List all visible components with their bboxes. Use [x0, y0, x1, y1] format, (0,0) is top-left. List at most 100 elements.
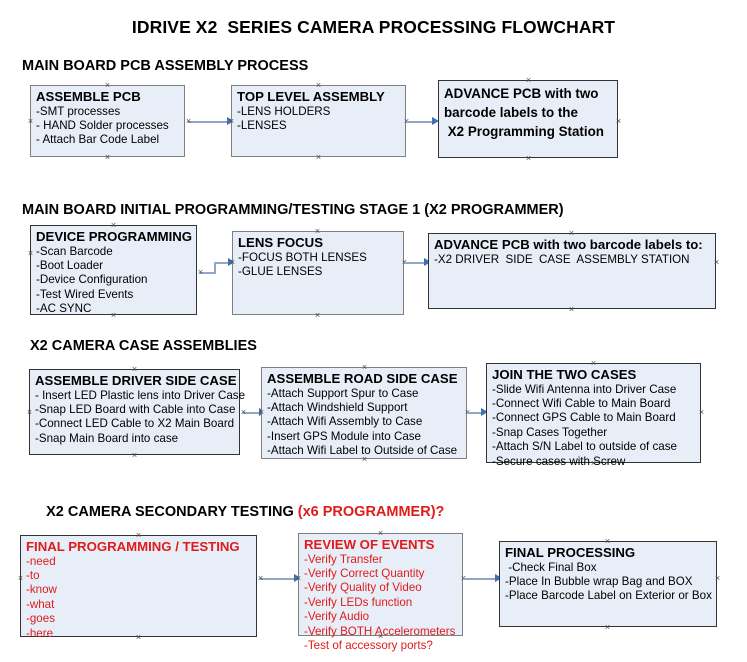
page-title: IDRIVE X2 SERIES CAMERA PROCESSING FLOWC… — [131, 17, 616, 37]
connector-line — [200, 272, 216, 274]
connector-line — [243, 412, 263, 414]
connection-handle[interactable] — [713, 259, 720, 266]
node-title: JOIN THE TWO CASES — [492, 367, 637, 382]
node-top-level-assembly[interactable]: TOP LEVEL ASSEMBLY -LENS HOLDERS -LENSES — [231, 85, 406, 157]
connection-handle[interactable] — [314, 312, 321, 319]
connector-arrow — [495, 574, 502, 582]
node-title: ADVANCE PCB with two barcode labels to t… — [444, 86, 604, 139]
node-final-processing[interactable]: FINAL PROCESSING -Check Final Box -Place… — [499, 541, 717, 627]
node-line: -Insert GPS Module into Case — [267, 429, 422, 443]
connector-arrow — [424, 258, 431, 266]
node-line: -know — [26, 583, 57, 597]
connection-handle[interactable] — [315, 154, 322, 161]
node-final-programming-testing[interactable]: FINAL PROGRAMMING / TESTING -need -to -k… — [20, 535, 257, 640]
node-title: TOP LEVEL ASSEMBLY — [237, 89, 385, 104]
node-title: LENS FOCUS — [238, 235, 323, 250]
connection-handle[interactable] — [698, 409, 705, 416]
connection-handle[interactable] — [590, 360, 597, 367]
connection-handle[interactable] — [229, 259, 236, 266]
node-line: -Verify BOTH Accelerometers — [304, 624, 456, 638]
node-device-programming[interactable]: DEVICE PROGRAMMING -Scan Barcode -Boot L… — [30, 225, 197, 315]
node-line: -goes — [26, 612, 56, 626]
node-line: -Scan Barcode — [36, 244, 113, 258]
node-line: -need — [26, 554, 56, 568]
connector-arrow — [481, 408, 488, 416]
connection-handle[interactable] — [377, 530, 384, 537]
connection-handle[interactable] — [131, 366, 138, 373]
node-advance-pcb-programming-station[interactable]: ADVANCE PCB with two barcode labels to t… — [438, 80, 618, 158]
connection-handle[interactable] — [135, 634, 142, 641]
connection-handle[interactable] — [110, 222, 117, 229]
connection-handle[interactable] — [295, 575, 302, 582]
node-assemble-driver-side-case[interactable]: ASSEMBLE DRIVER SIDE CASE - Insert LED P… — [29, 369, 245, 455]
node-line: -Verify Audio — [304, 610, 370, 624]
connection-handle[interactable] — [604, 538, 611, 545]
connection-handle[interactable] — [135, 532, 142, 539]
connector-line — [467, 412, 485, 414]
connection-handle[interactable] — [568, 306, 575, 313]
connection-handle[interactable] — [27, 250, 34, 257]
node-line: -LENS HOLDERS — [237, 104, 331, 118]
connection-handle[interactable] — [590, 460, 597, 467]
node-line: -Connect LED Cable to X2 Main Board — [35, 417, 235, 431]
connection-handle[interactable] — [361, 456, 368, 463]
connector-line — [406, 121, 436, 123]
connection-handle[interactable] — [104, 154, 111, 161]
node-line: -Attach Wifi Assembly to Case — [267, 415, 423, 429]
connection-handle[interactable] — [361, 364, 368, 371]
connection-handle[interactable] — [525, 155, 532, 162]
node-line: -Place Barcode Label on Exterior or Box — [505, 589, 712, 603]
node-line: -Snap Main Board into case — [35, 431, 179, 445]
connection-handle[interactable] — [27, 118, 34, 125]
node-assemble-pcb[interactable]: ASSEMBLE PCB -SMT processes - HAND Solde… — [30, 85, 185, 157]
section-heading-main-board-pcb-assembly: MAIN BOARD PCB ASSEMBLY PROCESS — [22, 58, 309, 74]
node-title: ASSEMBLE DRIVER SIDE CASE — [35, 373, 237, 388]
node-lens-focus[interactable]: LENS FOCUS -FOCUS BOTH LENSES -GLUE LENS… — [232, 231, 404, 315]
connection-handle[interactable] — [315, 82, 322, 89]
connection-handle[interactable] — [26, 409, 33, 416]
node-line: -Place In Bubble wrap Bag and BOX — [505, 574, 693, 588]
node-line: -Attach Wifi Label to Outside of Case — [267, 444, 458, 458]
connection-handle[interactable] — [525, 77, 532, 84]
connection-handle[interactable] — [104, 82, 111, 89]
connection-handle[interactable] — [615, 118, 622, 125]
node-line: -Snap LED Board with Cable into Case — [35, 402, 236, 416]
connection-handle[interactable] — [568, 230, 575, 237]
connection-handle[interactable] — [604, 624, 611, 631]
node-advance-pcb-driver-side-case[interactable]: ADVANCE PCB with two barcode labels to: … — [428, 233, 716, 309]
node-line: -Test Wired Events — [36, 287, 134, 301]
node-join-the-two-cases[interactable]: JOIN THE TWO CASES -Slide Wifi Antenna i… — [486, 363, 701, 468]
node-line: -Slide Wifi Antenna into Driver Case — [492, 382, 677, 396]
node-line: -what — [26, 597, 55, 611]
node-line: -X2 DRIVER SIDE CASE ASSEMBLY STATION — [434, 252, 690, 266]
node-line: -Attach S/N Label to outside of case — [492, 440, 677, 454]
node-review-of-events[interactable]: REVIEW OF EVENTS -Verify Transfer -Verif… — [298, 533, 463, 652]
section-heading-x2-camera-secondary-testing: X2 CAMERA SECONDARY TESTING (x6 PROGRAMM… — [30, 488, 444, 536]
node-line: -Secure cases with Screw — [492, 454, 626, 468]
node-line: -Device Configuration — [36, 273, 148, 287]
connection-handle[interactable] — [258, 409, 265, 416]
connector-line — [214, 262, 216, 273]
node-assemble-road-side-case[interactable]: ASSEMBLE ROAD SIDE CASE -Attach Support … — [261, 367, 467, 459]
connection-handle[interactable] — [228, 118, 235, 125]
node-line: -Snap Cases Together — [492, 425, 608, 439]
connection-handle[interactable] — [377, 633, 384, 640]
node-line: -AC SYNC — [36, 302, 92, 316]
node-line: -Attach Windshield Support — [267, 400, 408, 414]
section-heading-text: X2 CAMERA SECONDARY TESTING — [46, 504, 298, 520]
connection-handle[interactable] — [17, 575, 24, 582]
connection-handle[interactable] — [197, 269, 204, 276]
connection-handle[interactable] — [714, 575, 721, 582]
connection-handle[interactable] — [185, 118, 192, 125]
node-line: -Verify Correct Quantity — [304, 566, 425, 580]
node-line: -Verify Transfer — [304, 552, 383, 566]
connection-handle[interactable] — [314, 228, 321, 235]
node-title: ASSEMBLE PCB — [36, 89, 141, 104]
node-line: -SMT processes — [36, 104, 121, 118]
connection-handle[interactable] — [110, 312, 117, 319]
node-line: -Connect Wifi Cable to Main Board — [492, 396, 671, 410]
connection-handle[interactable] — [240, 409, 247, 416]
connection-handle[interactable] — [131, 452, 138, 459]
connection-handle[interactable] — [257, 575, 264, 582]
node-line: -FOCUS BOTH LENSES — [238, 250, 367, 264]
